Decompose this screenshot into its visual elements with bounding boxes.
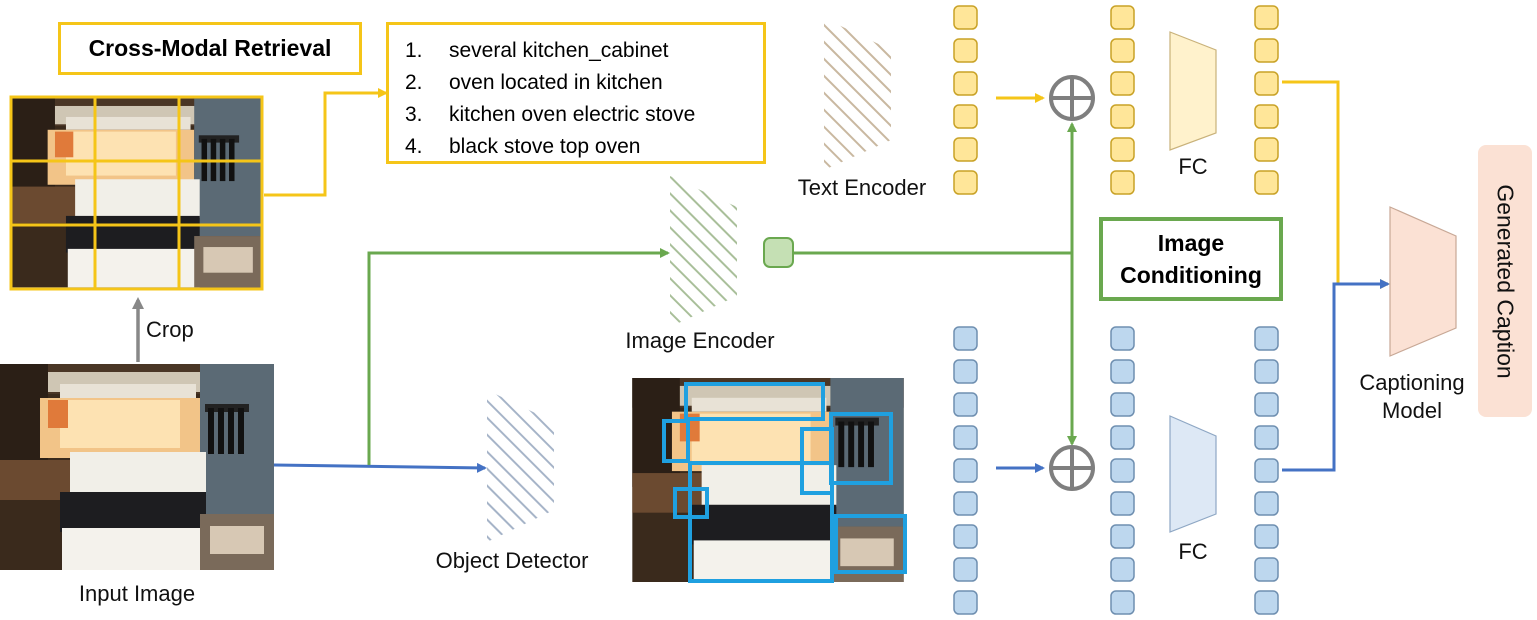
- image-encoder-label: Image Encoder: [625, 328, 775, 353]
- text-token-column-2: [1110, 5, 1135, 195]
- text-token-column-1: [953, 5, 978, 195]
- detection-box: [662, 419, 690, 463]
- text-encoder-label: Text Encoder: [797, 175, 927, 200]
- object-detector-label: Object Detector: [435, 548, 589, 573]
- list-item: 4.black stove top oven: [405, 135, 641, 158]
- image-conditioning-box: Image Conditioning: [1099, 217, 1283, 301]
- detected-objects-image: [632, 378, 907, 583]
- generated-caption-box: Generated Caption: [1478, 145, 1532, 417]
- captioning-model-trapezoid: [1389, 206, 1457, 357]
- input-image: [0, 364, 274, 570]
- generated-caption-label: Generated Caption: [1492, 183, 1519, 379]
- detection-box: [688, 461, 834, 583]
- detection-box: [684, 382, 825, 421]
- list-item: 1.several kitchen_cabinet: [405, 39, 669, 62]
- object-token-column-2: [1110, 326, 1135, 615]
- image-conditioning-line1: Image: [1157, 230, 1225, 256]
- retrieval-arrow: [264, 88, 388, 197]
- list-item: 3.kitchen oven electric stove: [405, 103, 696, 126]
- text-token-column-3: [1254, 5, 1279, 195]
- image-conditioning-line2: Conditioning: [1120, 262, 1262, 288]
- connectors: [132, 80, 1390, 473]
- fc-label-bottom: FC: [1178, 539, 1208, 564]
- input-to-detector-arrow: [273, 462, 487, 473]
- fc-layer-text: [1169, 31, 1217, 151]
- retrieved-text-list: 1.several kitchen_cabinet 2.oven located…: [386, 22, 766, 164]
- object-detector-trapezoid: [487, 390, 554, 542]
- plus-circle-icon: [1049, 75, 1095, 121]
- detection-box: [829, 412, 893, 485]
- image-encoder-trapezoid: [670, 176, 737, 327]
- cross-modal-retrieval-title: Cross-Modal Retrieval: [58, 22, 362, 75]
- object-features-to-captioner-arrow: [1282, 279, 1390, 472]
- captioning-model-label: Captioning Model: [1359, 370, 1465, 423]
- object-token-column-1: [953, 326, 978, 615]
- cropped-image-grid: [9, 95, 264, 291]
- crop-label: Crop: [146, 317, 194, 342]
- input-image-label: Input Image: [78, 581, 196, 606]
- input-to-image-encoder-arrow: [367, 248, 670, 465]
- fc-layer-object: [1169, 415, 1217, 533]
- plus-circle-icon: [1049, 445, 1095, 491]
- fc-label-top: FC: [1178, 154, 1208, 179]
- image-embedding-token: [763, 237, 794, 268]
- text-encoder-trapezoid: [824, 18, 891, 170]
- detection-box: [834, 514, 907, 574]
- object-token-column-3: [1254, 326, 1279, 615]
- text-features-to-captioner-arrow: [1282, 80, 1390, 289]
- list-item: 2.oven located in kitchen: [405, 71, 663, 94]
